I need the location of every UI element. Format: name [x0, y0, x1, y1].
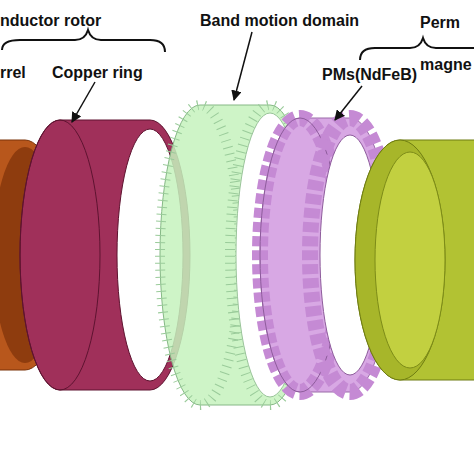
leader-arrow: [335, 86, 362, 120]
leader-arrow: [234, 32, 252, 100]
part-label: magne: [420, 56, 472, 74]
brace: [2, 30, 165, 52]
part-label: rrel: [0, 64, 26, 82]
magnet-yoke: [355, 140, 474, 380]
part-label: PMs(NdFeB): [322, 66, 417, 84]
part-label: Band motion domain: [200, 12, 359, 30]
part-label: Perm: [420, 14, 460, 32]
part-label: nductor rotor: [0, 12, 101, 30]
part-label: Copper ring: [52, 64, 143, 82]
leader-arrow: [72, 82, 95, 122]
